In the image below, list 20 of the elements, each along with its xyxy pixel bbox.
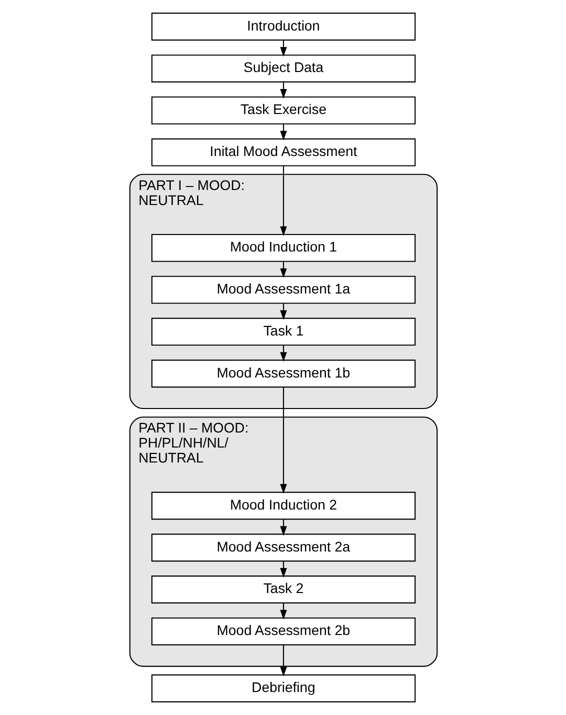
node-box: Mood Induction 2 <box>150 492 416 520</box>
arrow <box>280 82 286 99</box>
node-box: Inital Mood Assessment <box>150 138 416 166</box>
arrow <box>280 124 286 141</box>
node-box: Introduction <box>150 12 416 41</box>
node-box: Mood Assessment 2a <box>150 534 416 562</box>
node-box: Mood Assessment 2b <box>150 617 416 646</box>
node-box: Task Exercise <box>150 96 416 124</box>
arrow <box>280 262 286 278</box>
node-box: Task 1 <box>150 318 416 346</box>
node-box: Mood Assessment 1a <box>150 276 416 304</box>
arrow <box>280 166 286 236</box>
node-box: Subject Data <box>150 54 416 82</box>
arrow <box>280 387 286 494</box>
node-box: Mood Induction 1 <box>150 234 416 262</box>
arrow <box>280 644 286 677</box>
node-box: Task 2 <box>150 576 416 604</box>
arrow <box>280 603 286 620</box>
node-box: Debriefing <box>150 674 416 702</box>
node-box: Mood Assessment 1b <box>150 360 416 388</box>
